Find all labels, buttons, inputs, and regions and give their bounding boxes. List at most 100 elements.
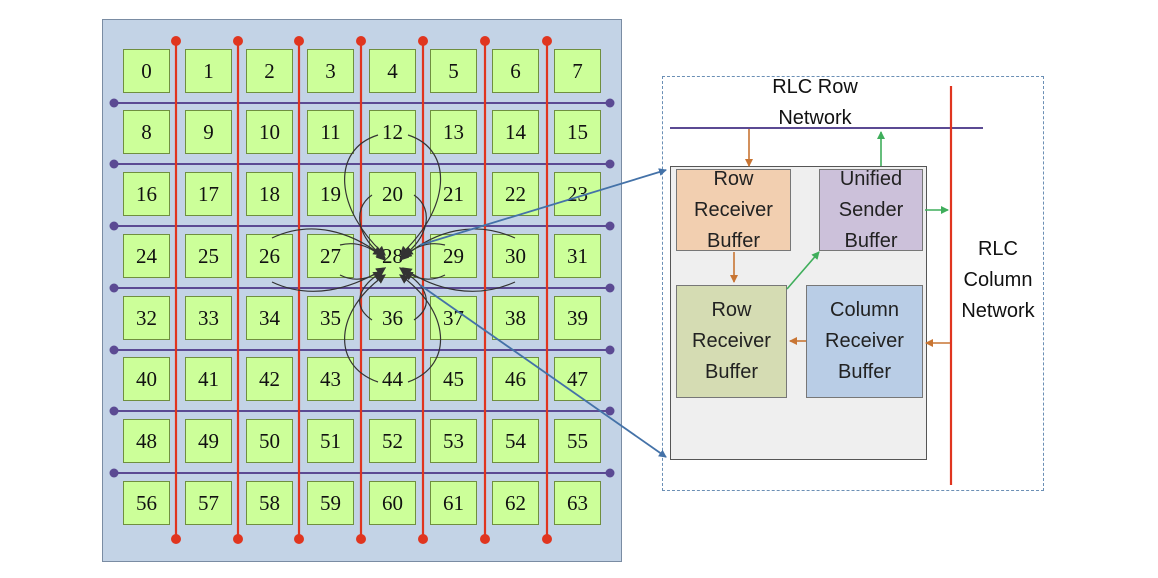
row-bus-endpoint [109,98,119,108]
column-bus-endpoint [233,36,243,46]
node-12: 12 [369,110,416,154]
row-bus-endpoint [109,468,119,478]
node-18: 18 [246,172,293,216]
node-32: 32 [123,296,170,340]
column-receiver-buffer: Column Receiver Buffer [806,285,923,398]
node-33: 33 [185,296,232,340]
node-45: 45 [430,357,477,401]
node-25: 25 [185,234,232,278]
node-49: 49 [185,419,232,463]
node-57: 57 [185,481,232,525]
unified-sender-buffer: Unified Sender Buffer [819,168,923,252]
row-bus-endpoint [605,283,615,293]
node-42: 42 [246,357,293,401]
connection-curve [344,274,386,383]
column-bus-endpoint [418,534,428,544]
node-5: 5 [430,49,477,93]
row-bus-endpoint [109,159,119,169]
node-47: 47 [554,357,601,401]
node-55: 55 [554,419,601,463]
node-61: 61 [430,481,477,525]
node-51: 51 [307,419,354,463]
node-31: 31 [554,234,601,278]
connection-curve [402,267,516,292]
router-detail-box [662,76,1044,491]
node-2: 2 [246,49,293,93]
node-36: 36 [369,296,416,340]
column-bus-endpoint [294,36,304,46]
node-16: 16 [123,172,170,216]
connection-curve [271,228,386,259]
node-3: 3 [307,49,354,93]
node-4: 4 [369,49,416,93]
column-bus-endpoint [542,534,552,544]
node-29: 29 [430,234,477,278]
row-bus-endpoint [605,345,615,355]
node-9: 9 [185,110,232,154]
node-13: 13 [430,110,477,154]
node-63: 63 [554,481,601,525]
node-44: 44 [369,357,416,401]
link-arrow-bottom [419,284,667,458]
node-58: 58 [246,481,293,525]
connection-curve [344,134,386,256]
node-14: 14 [492,110,539,154]
connection-curve [399,134,441,256]
node-20: 20 [369,172,416,216]
row-bus-endpoint [605,159,615,169]
column-bus-endpoint [294,534,304,544]
row-bus-endpoint [109,345,119,355]
column-bus-endpoint [171,534,181,544]
row-bus-endpoint [109,283,119,293]
node-41: 41 [185,357,232,401]
node-17: 17 [185,172,232,216]
connection-curve [399,274,442,383]
row-bus-endpoint [605,468,615,478]
node-52: 52 [369,419,416,463]
node-26: 26 [246,234,293,278]
node-39: 39 [554,296,601,340]
node-62: 62 [492,481,539,525]
node-7: 7 [554,49,601,93]
row-bus-endpoint [109,406,119,416]
column-network-label: RLC Column Network [961,238,1035,322]
row-bus-endpoint [605,406,615,416]
column-bus-endpoint [480,534,490,544]
node-54: 54 [492,419,539,463]
node-11: 11 [307,110,354,154]
node-43: 43 [307,357,354,401]
node-53: 53 [430,419,477,463]
row-receiver-buffer-top: Row Receiver Buffer [676,168,791,252]
row-receiver-buffer-bottom: Row Receiver Buffer [676,285,787,398]
node-0: 0 [123,49,170,93]
column-bus-endpoint [171,36,181,46]
column-bus-endpoint [542,36,552,46]
row-bus-endpoint [109,221,119,231]
connection-curve [402,228,516,259]
node-8: 8 [123,110,170,154]
node-40: 40 [123,357,170,401]
node-15: 15 [554,110,601,154]
node-50: 50 [246,419,293,463]
connection-curve [402,271,427,321]
column-bus-endpoint [356,36,366,46]
node-6: 6 [492,49,539,93]
node-24: 24 [123,234,170,278]
node-1: 1 [185,49,232,93]
row-bus-endpoint [605,98,615,108]
node-60: 60 [369,481,416,525]
row-receiver-to-sender-arrow [786,251,820,290]
column-bus-endpoint [356,534,366,544]
node-46: 46 [492,357,539,401]
column-bus-endpoint [480,36,490,46]
node-37: 37 [430,296,477,340]
node-34: 34 [246,296,293,340]
node-38: 38 [492,296,539,340]
node-35: 35 [307,296,354,340]
column-bus-endpoint [233,534,243,544]
row-bus-endpoint [605,221,615,231]
